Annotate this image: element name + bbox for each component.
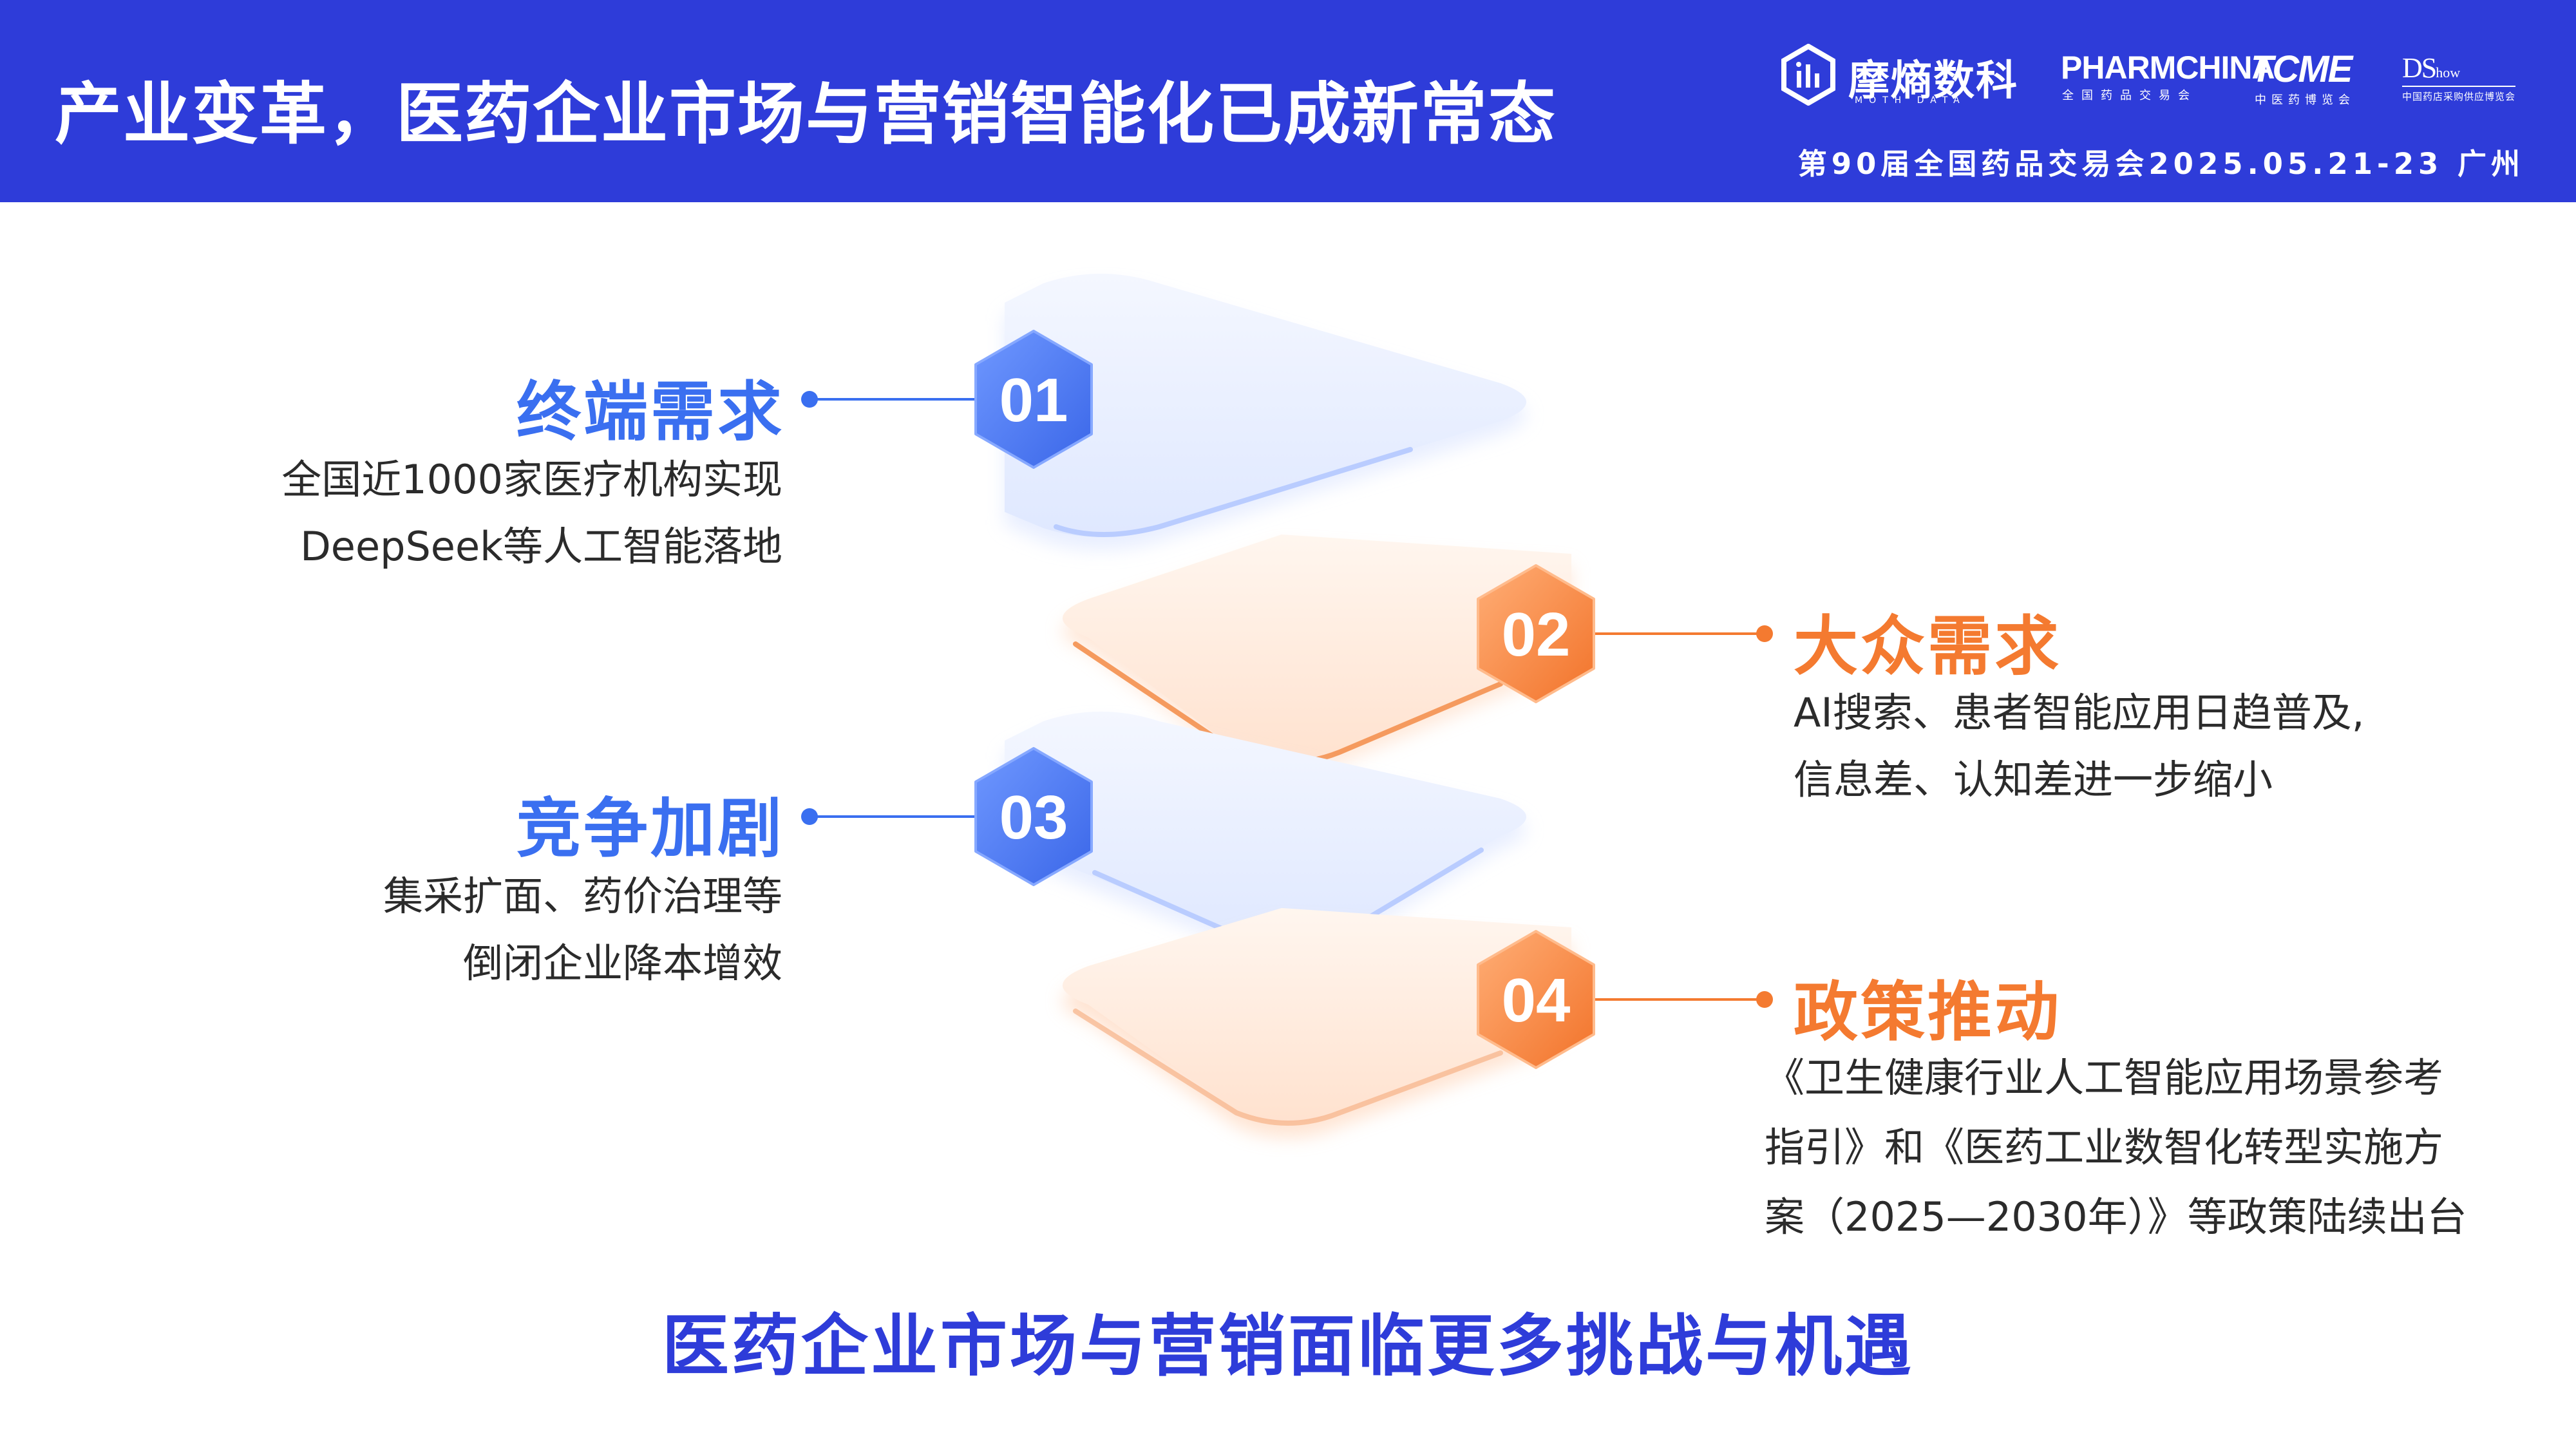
- item-02-heading: 大众需求: [1794, 609, 2061, 684]
- page-title: 产业变革，医药企业市场与营销智能化已成新常态: [55, 75, 1557, 153]
- badge-02-hex: [1477, 564, 1595, 703]
- tcme-logo-sub: 中医药博览会: [2255, 93, 2355, 107]
- logo-strip: 摩熵数科 MOTH DATA PHARMCHINA 全国药品交易会 TCME 中…: [1777, 39, 2550, 122]
- mdsk-logo-sub: MOTH DATA: [1855, 95, 1966, 106]
- expo-info: 第90届全国药品交易会2025.05.21-23 广州: [1797, 147, 2524, 181]
- dshow-logo-sub: 中国药店采购供应博览会: [2402, 86, 2516, 103]
- item-01-line-1: 全国近1000家医疗机构实现: [281, 456, 782, 503]
- item-02-line-2: 信息差、认知差进一步缩小: [1794, 756, 2273, 803]
- badge-01-hex: [974, 330, 1093, 469]
- badge-02-number: 02: [1501, 600, 1571, 669]
- pharmchina-logo-name: PHARMCHINA: [2061, 50, 2275, 86]
- tcme-logo-name: TCME: [2251, 48, 2353, 90]
- item-01-line-2: DeepSeek等人工智能落地: [300, 523, 782, 570]
- dshow-logo-name: DShow: [2402, 52, 2515, 84]
- item-03-line-1: 集采扩面、药价治理等: [383, 873, 782, 920]
- badge-04-hex: [1477, 930, 1595, 1069]
- item-03-heading: 竞争加剧: [516, 791, 784, 866]
- dshow-logo-name-suffix: how: [2436, 64, 2461, 80]
- item-04-line-1: 《卫生健康行业人工智能应用场景参考: [1765, 1054, 2444, 1101]
- mdsk-logo-name: 摩熵数科: [1848, 57, 2018, 105]
- badge-01-number: 01: [999, 366, 1068, 435]
- tile-04: [1063, 908, 1571, 1138]
- pharmchina-logo: PHARMCHINA 全国药品交易会: [2061, 49, 2275, 103]
- item-04-line-3: 案（2025—2030年）》等政策陆续出台: [1765, 1193, 2467, 1240]
- badge-03-hex: [974, 747, 1093, 886]
- item-04-line-2: 指引》和《医药工业数智化转型实施方: [1765, 1124, 2444, 1171]
- item-04-description: 《卫生健康行业人工智能应用场景参考 指引》和《医药工业数智化转型实施方 案（20…: [1765, 1043, 2467, 1252]
- item-01-heading: 终端需求: [516, 374, 784, 450]
- dshow-logo: DShow 中国药店采购供应博览会: [2402, 52, 2516, 103]
- tile-01: [1005, 274, 1526, 550]
- item-02-description: AI搜索、患者智能应用日趋普及, 信息差、认知差进一步缩小: [1794, 679, 2364, 813]
- connector-01: [801, 391, 979, 408]
- item-01-description: 全国近1000家医疗机构实现 DeepSeek等人工智能落地: [281, 446, 782, 580]
- badge-03-number: 03: [999, 783, 1068, 852]
- item-03-line-2: 倒闭企业降本增效: [462, 940, 782, 987]
- header-banner: 产业变革，医药企业市场与营销智能化已成新常态 摩熵数科 MOTH DATA PH…: [0, 0, 2576, 202]
- mdsk-logo-icon: [1781, 44, 1835, 106]
- tcme-logo: TCME 中医药博览会: [2251, 48, 2355, 108]
- tile-02: [1063, 535, 1571, 775]
- connector-04: [1594, 991, 1773, 1008]
- connector-02: [1594, 625, 1773, 642]
- item-03-description: 集采扩面、药价治理等 倒闭企业降本增效: [383, 863, 782, 997]
- conclusion-text: 医药企业市场与营销面临更多挑战与机遇: [661, 1307, 1914, 1385]
- item-04-heading: 政策推动: [1794, 974, 2061, 1050]
- badge-04-number: 04: [1501, 966, 1571, 1035]
- connector-03: [801, 808, 979, 825]
- item-02-line-1: AI搜索、患者智能应用日趋普及,: [1794, 689, 2365, 736]
- pharmchina-logo-sub: 全国药品交易会: [2062, 89, 2197, 102]
- dshow-logo-name-main: DS: [2402, 52, 2437, 84]
